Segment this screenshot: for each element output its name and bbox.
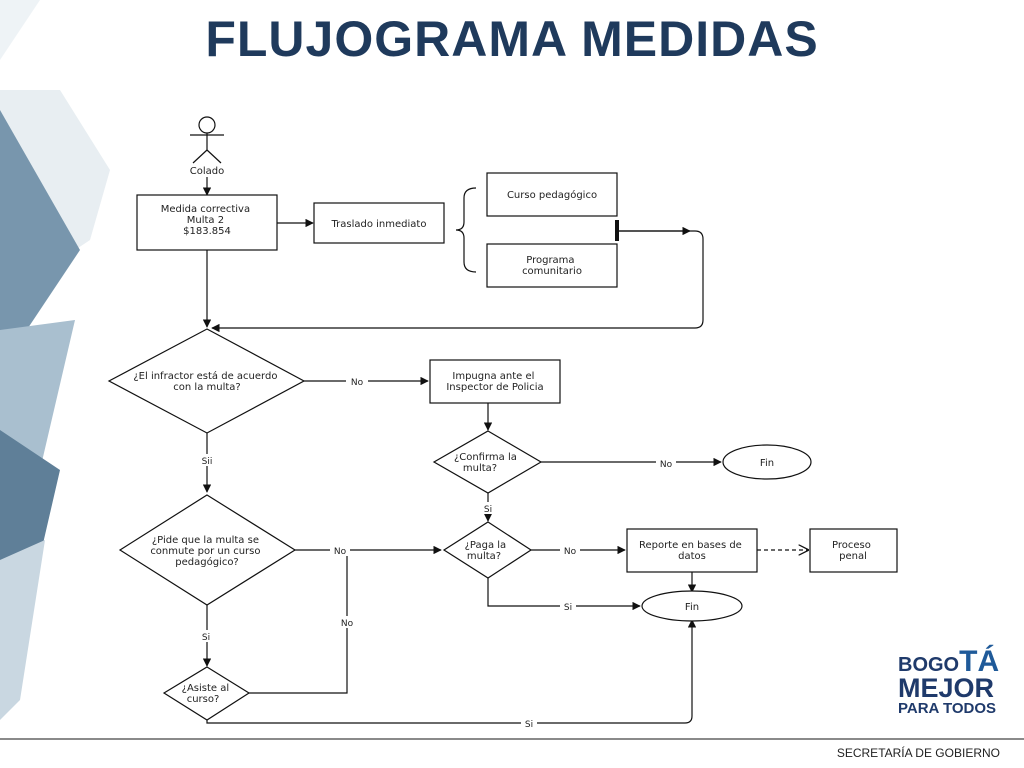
decision-acuerdo [107,328,306,434]
actor-icon [190,116,224,164]
text-conmute: ¿Pide que la multa se conmute por un cur… [150,535,263,568]
terminal-fin-top [722,444,812,480]
text-confirma: ¿Confirma la multa? [454,452,520,474]
text-impugna: Impugna ante el Inspector de Policia [446,371,543,393]
decision-conmute [118,494,297,606]
edge-label-asiste-si: Si [525,720,533,730]
edge-label-confirma-no: No [660,460,673,470]
decision-confirma [432,430,543,494]
text-curso: Curso pedagógico [507,189,597,201]
logo-line2: MEJOR [898,673,995,703]
box-programa [486,243,618,288]
decision-paga [442,521,533,579]
footer-divider [0,738,1024,740]
text-fin-bottom: Fin [685,602,699,613]
box-impugna [429,359,561,404]
logo-line1-small: BOGO [898,654,960,676]
left-decoration [0,0,110,720]
text-programa: Programa comunitario [522,255,582,277]
text-asiste: ¿Asiste al curso? [182,683,233,705]
text-fin-top: Fin [760,458,774,469]
edge-label-acuerdo-si: Sii [202,457,213,467]
text-proceso: Proceso penal [832,540,874,562]
edge-label-conmute-no: No [334,547,347,557]
actor-label: Colado [190,166,224,177]
edge-label-paga-no: No [564,547,577,557]
box-medida [136,194,278,251]
footer-text: SECRETARÍA DE GOBIERNO [836,746,1000,760]
terminal-fin-bottom [641,590,743,622]
text-medida: Medida correctiva Multa 2 $183.854 [161,204,254,237]
text-paga: ¿Paga la multa? [465,540,510,562]
logo-line1-big: TÁ [959,645,1000,678]
page-title: FLUJOGRAMA MEDIDAS [205,11,819,67]
box-reporte [626,528,758,573]
edge-label-conmute-si: Si [202,633,210,643]
text-traslado: Traslado inmediato [331,219,427,230]
text-acuerdo: ¿El infractor está de acuerdo con la mul… [133,370,280,393]
edge-label-confirma-si: Si [484,505,492,515]
decision-asiste [162,666,251,721]
box-proceso [809,528,898,573]
edge-label-acuerdo-no: No [351,378,364,388]
bogota-logo: BOGOTÁ MEJOR PARA TODOS [898,647,1002,717]
logo-line3: PARA TODOS [898,700,997,717]
edge-label-asiste-no: No [341,619,354,629]
box-traslado [313,202,445,244]
bar-marker [615,220,619,241]
box-curso [486,172,618,217]
text-reporte: Reporte en bases de datos [639,540,745,562]
edge-label-paga-si: Si [564,603,572,613]
